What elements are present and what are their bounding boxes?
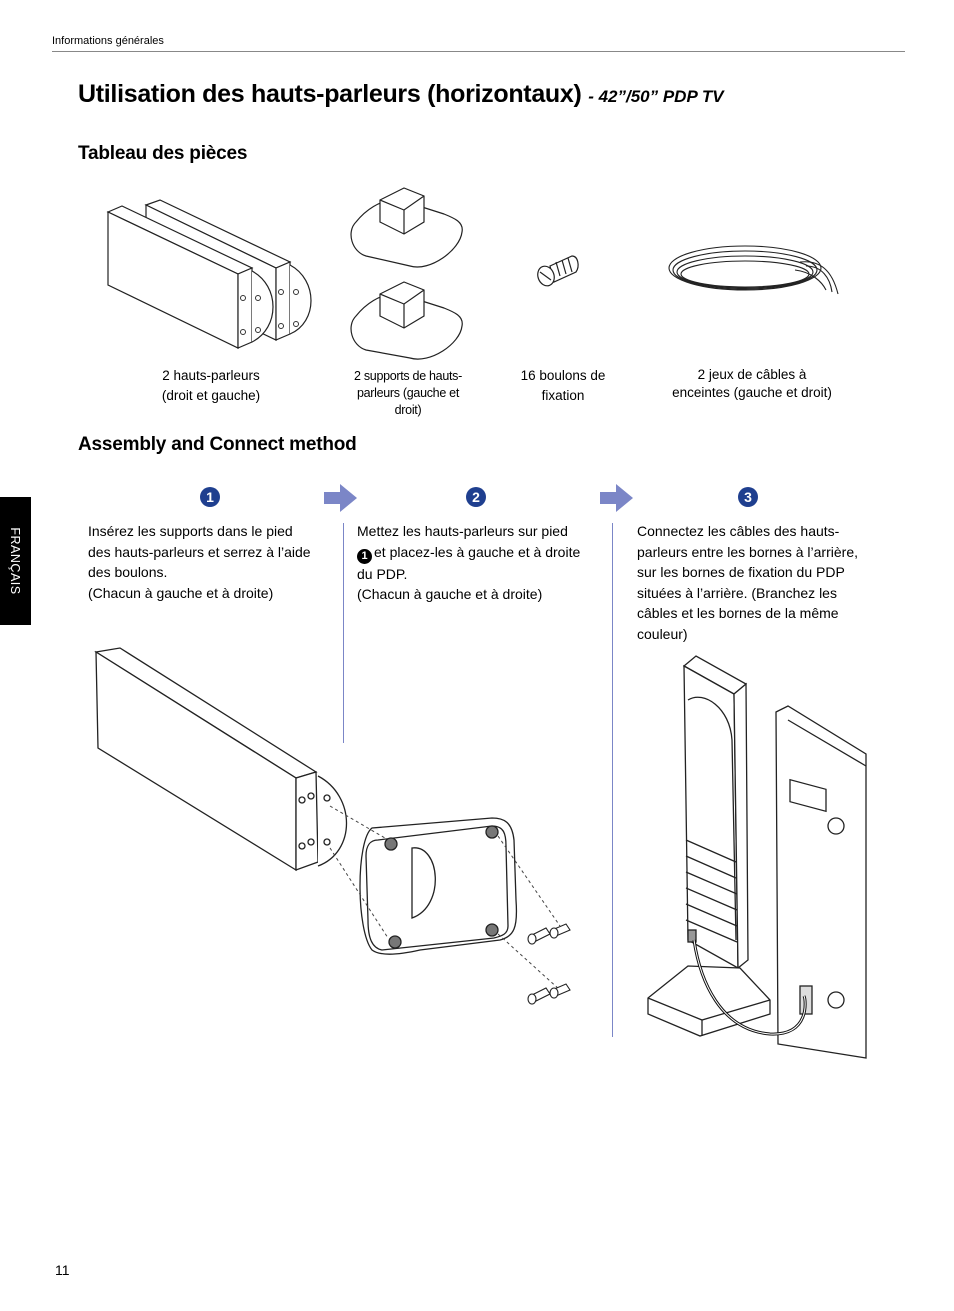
step-arrow-icon xyxy=(324,484,357,512)
text-line: Mettez les hauts-parleurs sur pied xyxy=(357,523,568,539)
text-line: et placez-les à gauche et à droite xyxy=(374,543,581,560)
caption-line: 2 hauts-parleurs xyxy=(162,368,260,383)
page-title: Utilisation des hauts-parleurs (horizont… xyxy=(78,80,724,109)
step-ref-badge: 1 xyxy=(357,548,372,564)
caption-line: droit) xyxy=(394,403,422,417)
caption-line: enceintes (gauche et droit) xyxy=(672,385,832,400)
page-title-subtitle: - 42”/50” PDP TV xyxy=(588,87,724,106)
parts-heading: Tableau des pièces xyxy=(78,143,248,164)
text-line: Insérez les supports dans le pied xyxy=(88,523,293,539)
caption-line: 2 supports de hauts- xyxy=(354,369,462,383)
text-line: parleurs entre les bornes à l’arrière, xyxy=(637,543,858,560)
header-divider xyxy=(52,51,905,52)
part-caption-bolts: 16 boulons de fixation xyxy=(500,366,626,406)
text-line: des boulons. xyxy=(88,564,168,580)
text-line: Connectez les câbles des hauts- xyxy=(637,523,840,539)
assembly-heading: Assembly and Connect method xyxy=(78,434,357,455)
caption-line: 2 jeux de câbles à xyxy=(697,367,807,382)
text-line: câbles et les bornes de la même xyxy=(637,605,839,621)
step-3-number: 3 xyxy=(738,487,758,507)
page-title-main: Utilisation des hauts-parleurs (horizont… xyxy=(78,80,582,108)
language-side-tab xyxy=(0,497,31,625)
text-line: couleur) xyxy=(637,625,688,642)
step-1-number: 1 xyxy=(200,487,220,507)
text-line: (Chacun à gauche et à droite) xyxy=(88,584,274,601)
caption-line: 16 boulons de xyxy=(520,368,606,383)
part-caption-speakers: 2 hauts-parleurs (droit et gauche) xyxy=(130,366,292,406)
step-1-text: Insérez les supports dans le pied des ha… xyxy=(88,521,338,603)
part-caption-stands: 2 supports de hauts- parleurs (gauche et… xyxy=(336,368,480,419)
text-line: sur les bornes de fixation du PDP xyxy=(637,564,845,580)
caption-line: parleurs (gauche et xyxy=(356,386,459,400)
language-side-label: FRANÇAIS xyxy=(8,527,22,595)
text-line: (Chacun à gauche et à droite) xyxy=(357,586,543,602)
caption-line: (droit et gauche) xyxy=(161,388,261,403)
step-arrow-icon xyxy=(600,484,633,512)
caption-line: fixation xyxy=(541,388,585,403)
text-line: du PDP. xyxy=(357,565,408,582)
text-line: des hauts-parleurs et serrez à l’aide xyxy=(88,543,311,560)
step-divider xyxy=(343,523,344,743)
step-divider xyxy=(612,523,613,1037)
step-2-number: 2 xyxy=(466,487,486,507)
text-line: situées à l’arrière. (Branchez les xyxy=(637,584,837,601)
step-3-text: Connectez les câbles des hauts- parleurs… xyxy=(637,521,887,644)
page-number: 11 xyxy=(55,1262,70,1278)
part-caption-cables: 2 jeux de câbles à enceintes (gauche et … xyxy=(652,366,852,402)
running-header: Informations générales xyxy=(52,35,164,47)
